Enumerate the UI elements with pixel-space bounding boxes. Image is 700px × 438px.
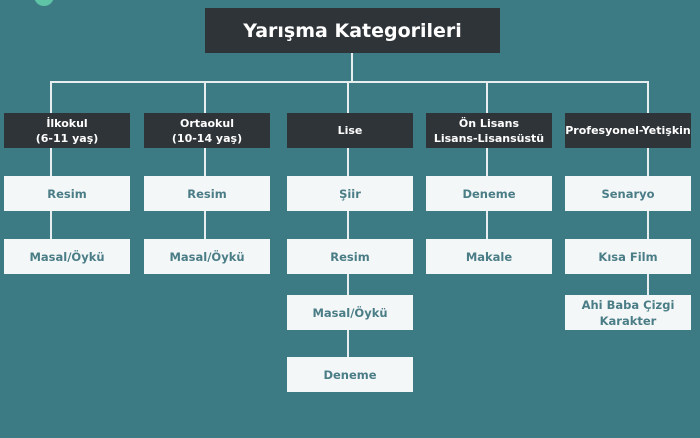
category-item: Resim: [144, 176, 270, 211]
category-header: Ortaokul (10-14 yaş): [144, 113, 270, 148]
category-header: Lise: [287, 113, 413, 148]
connector-line: [50, 81, 649, 83]
category-item: Makale: [426, 239, 552, 274]
category-item: Masal/Öykü: [144, 239, 270, 274]
category-header: Profesyonel-Yetişkin: [565, 113, 691, 148]
connector-line: [347, 81, 349, 113]
category-item: Senaryo: [565, 176, 691, 211]
category-item: Şiir: [287, 176, 413, 211]
category-item: Kısa Film: [565, 239, 691, 274]
connector-line: [486, 81, 488, 113]
connector-line: [647, 148, 649, 295]
category-item: Resim: [4, 176, 130, 211]
category-header: Ön Lisans Lisans-Lisansüstü: [426, 113, 552, 148]
connector-line: [204, 81, 206, 113]
chart-title: Yarışma Kategorileri: [205, 8, 500, 53]
category-item: Deneme: [426, 176, 552, 211]
category-item: Masal/Öykü: [287, 295, 413, 330]
category-item: Ahi Baba Çizgi Karakter: [565, 295, 691, 330]
connector-line: [50, 81, 52, 113]
category-item: Masal/Öykü: [4, 239, 130, 274]
category-item: Resim: [287, 239, 413, 274]
category-header: İlkokul (6-11 yaş): [4, 113, 130, 148]
category-item: Deneme: [287, 357, 413, 392]
connector-line: [647, 81, 649, 113]
connector-line: [351, 53, 353, 83]
logo-shape: [34, 0, 54, 6]
